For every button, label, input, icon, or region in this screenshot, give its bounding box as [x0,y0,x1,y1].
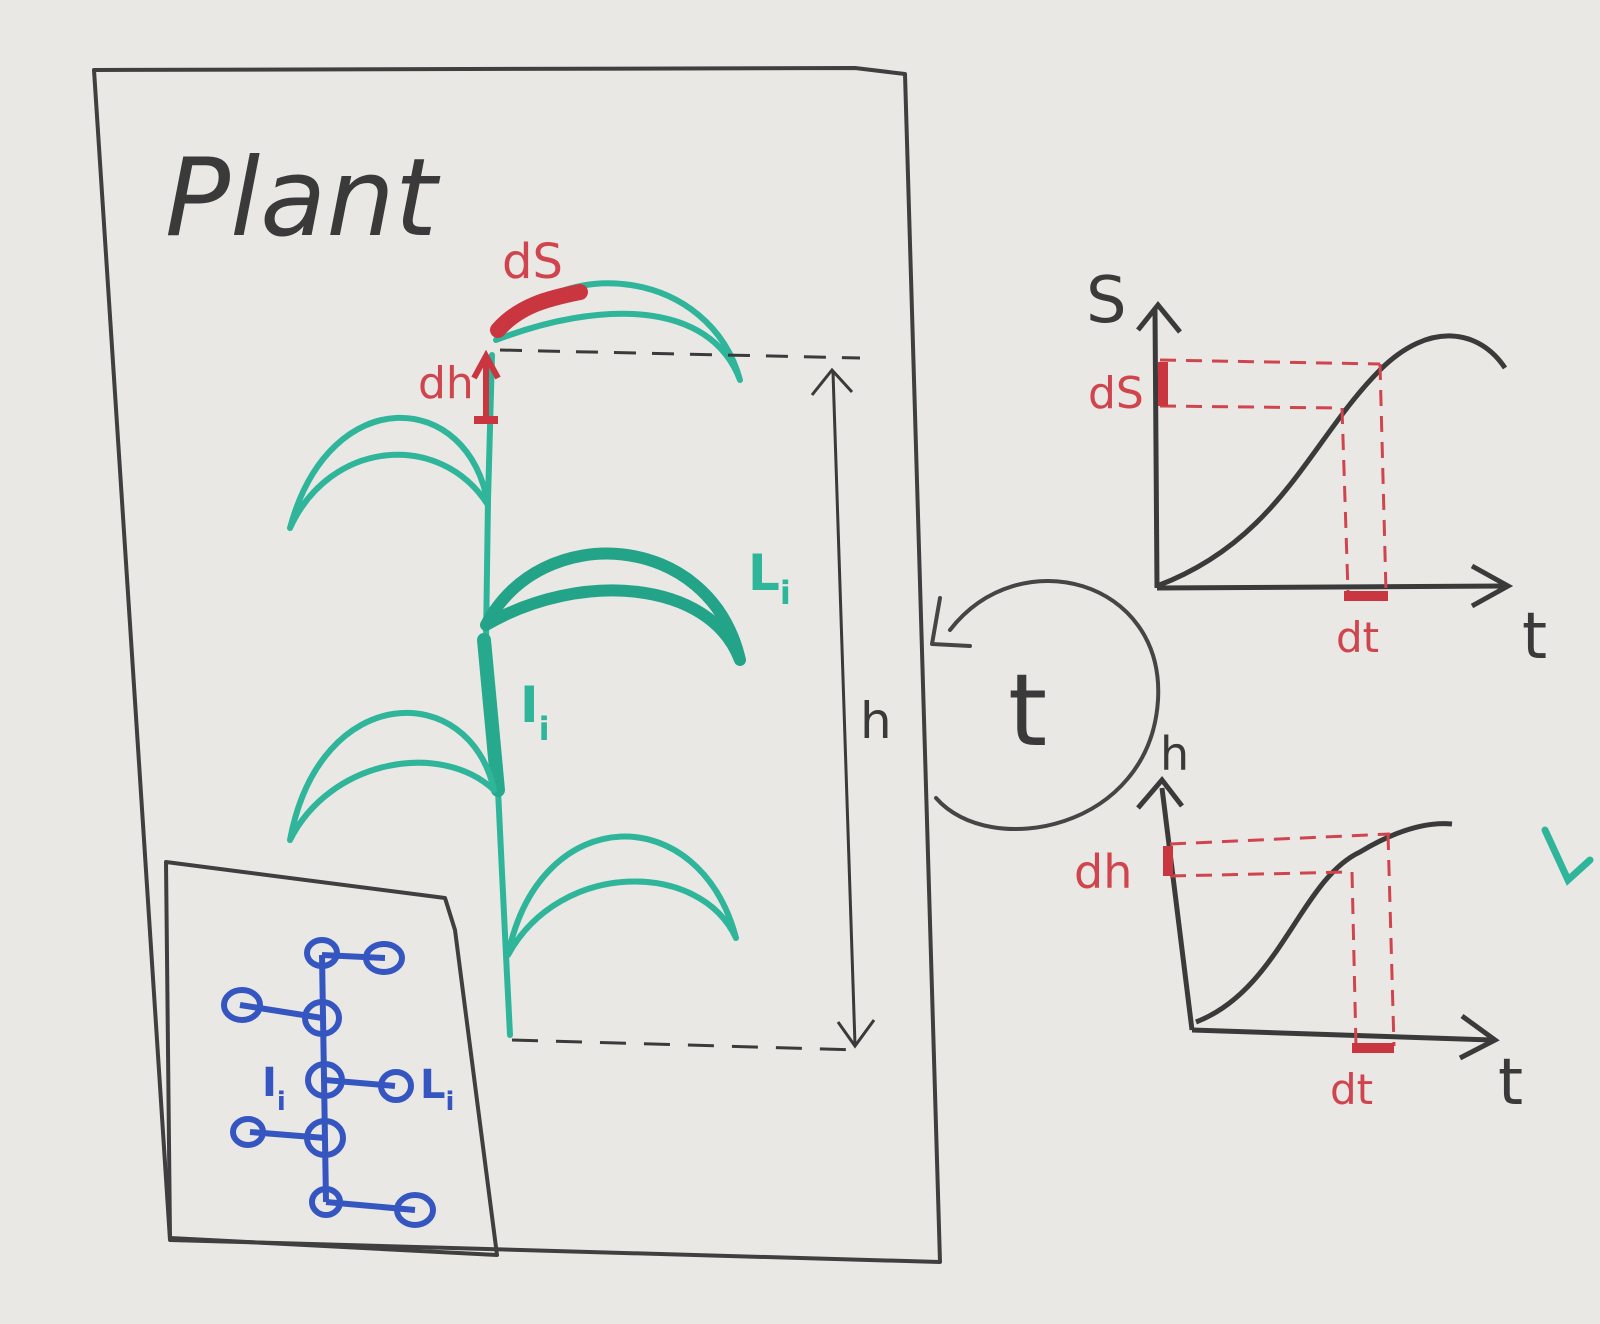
leaf-left-upper [287,414,491,531]
topology-node-leaf-2 [221,987,263,1023]
height-graph-y-axis [1159,787,1195,1031]
surface-graph-dt-right-line [1378,363,1388,593]
height-graph-x-axis [1191,1027,1493,1043]
surface-graph-ds-low-line [1159,404,1341,410]
surface-graph-dt-label: dt [1336,613,1379,662]
leaf-right-lower [505,833,739,958]
time-loop-label: t [1008,652,1047,769]
topology-graph [221,937,436,1228]
height-dimension-line [831,371,857,1046]
topology-leaf-edge-2 [239,1002,323,1021]
topology-leaf-edge-1 [321,952,386,961]
topology-node-3 [305,1061,345,1099]
height-graph-dh-high-line [1169,832,1391,846]
surface-graph-ds-label: dS [1088,368,1144,419]
surface-graph-dt-left-line [1340,407,1350,593]
topology-inset: Ii Li [164,860,499,1257]
height-graph-x-arrowhead [1458,1013,1500,1061]
topology-node-1 [304,937,340,969]
height-graph-x-label: t [1498,1046,1523,1120]
internode-highlight [477,633,505,797]
topology-node-leaf-5 [394,1192,436,1228]
internode-label-subscript: i [539,710,550,748]
surface-increment-mark [490,284,588,338]
internode-label-letter: I [520,676,539,734]
height-graph-dt-label: dt [1330,1065,1373,1114]
surface-graph-y-label: S [1086,264,1127,338]
height-graph-dh-low-line [1169,870,1351,878]
height-graph-curve [1195,821,1453,1025]
height-increment-arrowhead [471,349,501,380]
leaf-label-letter: L [748,544,780,602]
topology-axis-edge [319,954,329,1203]
topology-node-4 [304,1118,346,1158]
topology-leaf-letter: L [420,1062,446,1108]
height-bottom-dashed-line [511,1038,861,1052]
height-graph-dt-left-line [1350,871,1358,1047]
surface-graph-x-axis [1156,583,1506,591]
leaf-label-subscript: i [780,574,791,612]
surface-graph-curve [1156,333,1508,589]
height-graph-y-arrowhead [1136,776,1184,810]
topology-leaf-label: Li [420,1062,454,1117]
surface-graph-y-axis [1152,309,1160,589]
topology-node-5 [309,1186,343,1218]
plant-panel-frame [92,66,942,1264]
surface-graph-x-label: t [1522,600,1547,674]
surface-graph-ds-high-line [1159,358,1381,366]
leaf-right-middle [480,547,746,666]
topology-leaf-subscript: i [446,1087,455,1117]
leaf-left-lower [287,710,497,843]
height-graph-y-label: h [1160,727,1189,781]
surface-graph-x-arrowhead [1470,563,1514,609]
topology-node-leaf-3 [378,1069,414,1103]
topology-internode-subscript: i [277,1087,286,1117]
surface-increment-label: dS [502,234,563,290]
topology-node-leaf-1 [363,941,405,975]
topology-node-2 [302,999,342,1037]
height-graph: h t dh dt [1074,727,1523,1120]
surface-graph: S t dS dt [1086,264,1547,674]
internode-label: Ii [520,676,550,748]
plant-panel: Plant dS dh Li Ii h [92,66,942,1264]
height-top-dashed-line [499,348,861,360]
topology-internode-letter: I [262,1060,277,1106]
offscreen-green-stroke [1541,826,1594,886]
time-loop-arc [934,579,1161,831]
height-increment-label: dh [418,358,474,409]
height-dimension-arrow-bottom [836,1019,876,1049]
time-loop: t [930,579,1161,831]
topology-node-leaf-4 [230,1116,266,1148]
time-loop-arrowhead [930,596,972,648]
topology-inset-frame [164,860,499,1257]
surface-graph-y-arrowhead [1136,301,1182,334]
height-dimension-arrow-top [810,367,854,396]
plant-title: Plant [165,136,441,261]
topology-internode-label: Ii [262,1060,286,1117]
height-graph-dt-right-line [1386,833,1396,1047]
leaf-label: Li [748,544,791,612]
height-graph-dh-label: dh [1074,845,1132,899]
height-label: h [860,692,892,750]
